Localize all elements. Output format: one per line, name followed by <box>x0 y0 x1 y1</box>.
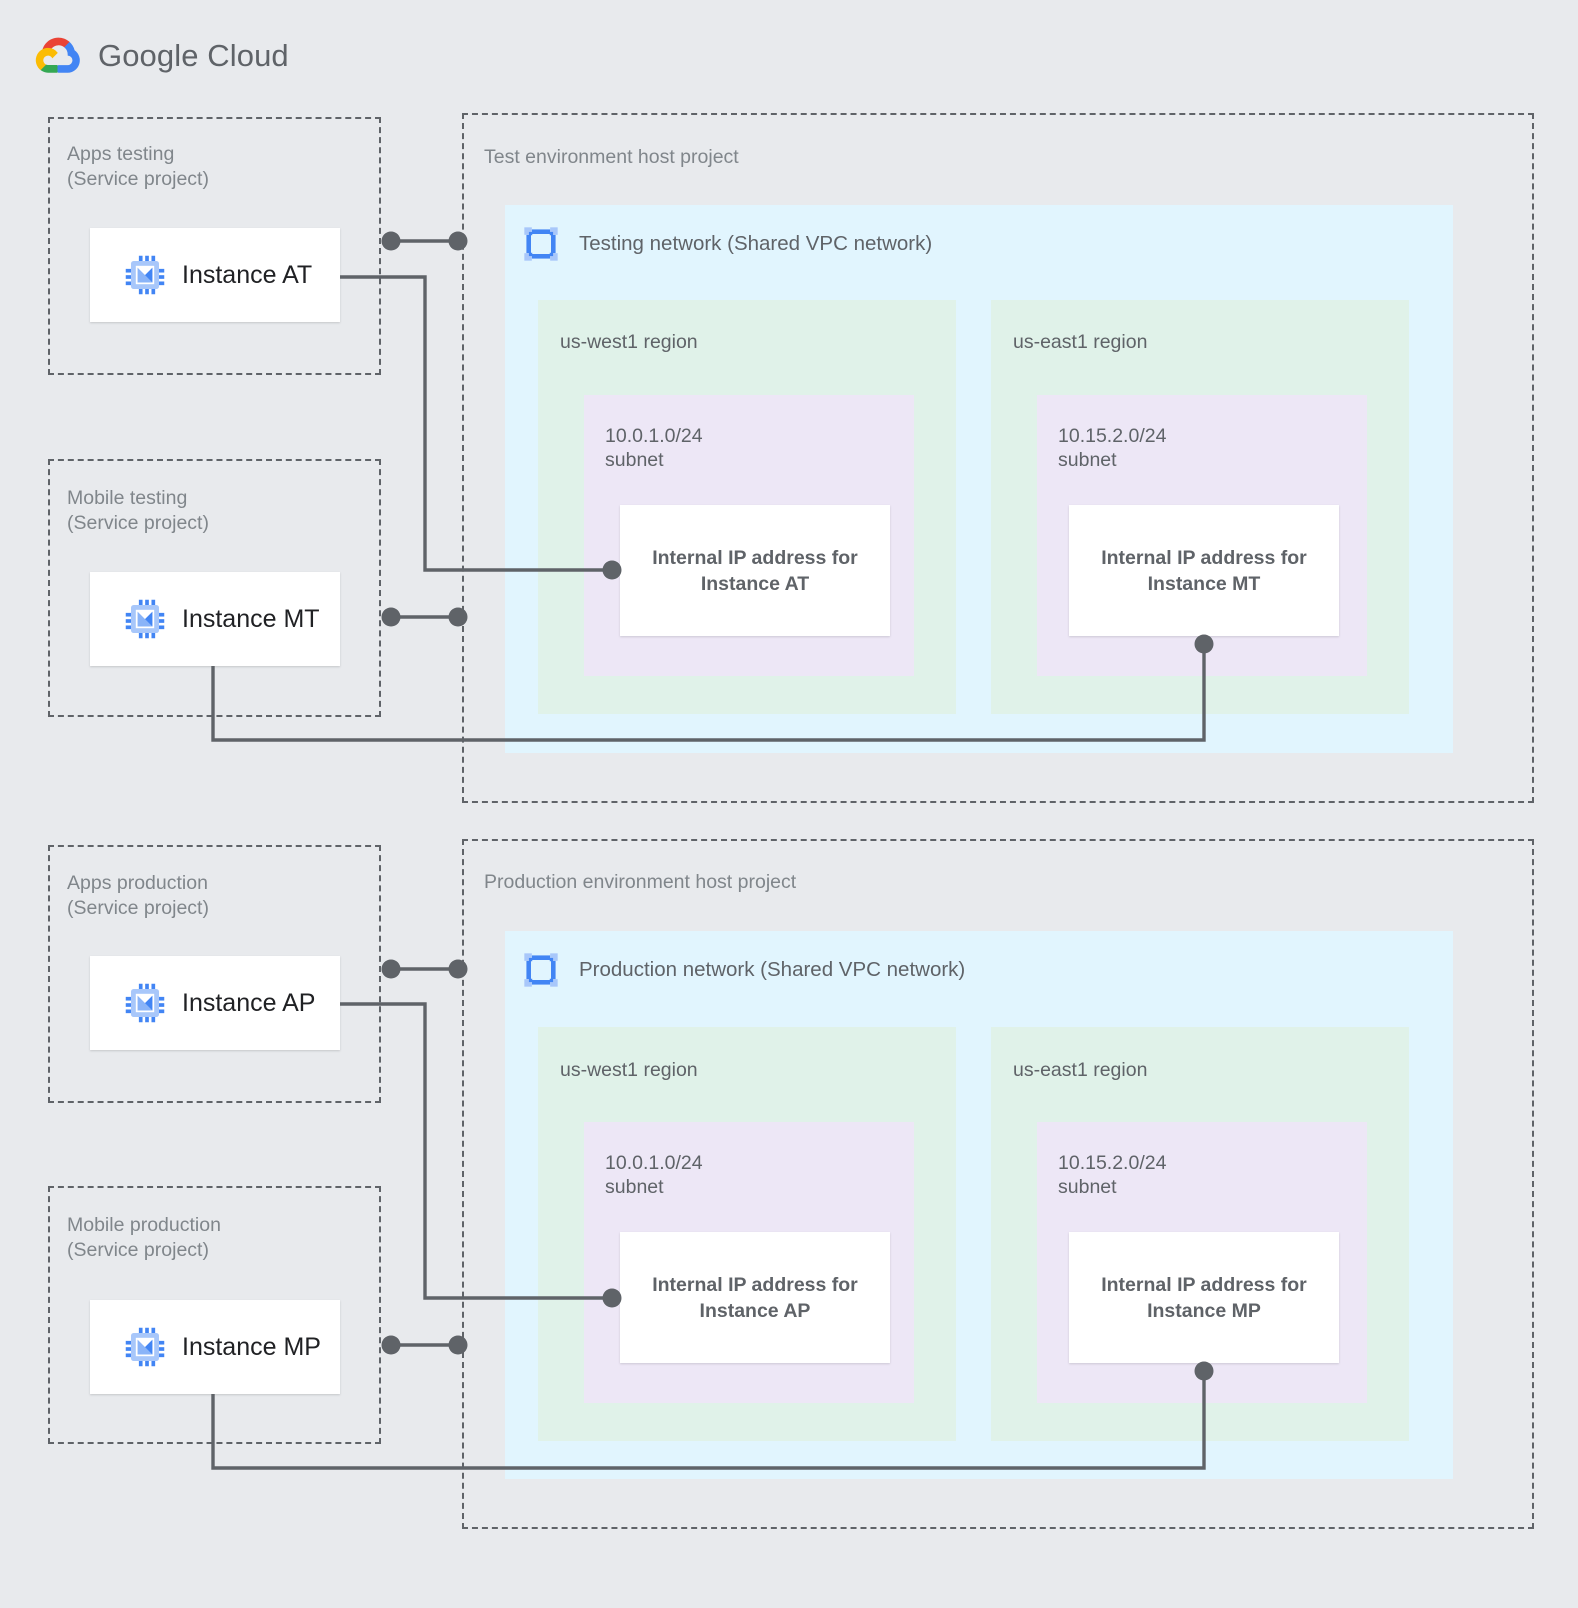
instance-label-mt: Instance MT <box>182 604 320 633</box>
host-project-production-title: Production environment host project <box>484 871 797 893</box>
service-project-apps-production-label: Apps production (Service project) <box>67 872 209 919</box>
region-us-east1-test-label: us-east1 region <box>1013 331 1148 353</box>
region-us-west1-production-label: us-west1 region <box>560 1059 698 1081</box>
internal-ip-text-ap: Internal IP address for Instance AP <box>652 1273 858 1322</box>
service-project-mobile-production-label: Mobile production (Service project) <box>67 1214 221 1261</box>
subnet-10-15-2-0-24-production-label: 10.15.2.0/24 subnet <box>1058 1152 1167 1198</box>
internal-ip-box-mp: Internal IP address for Instance MP <box>1069 1232 1339 1363</box>
vpc-network-icon <box>521 950 561 990</box>
google-cloud-logo-icon <box>35 37 80 73</box>
vm-instance-icon <box>124 598 166 640</box>
instance-card-mp[interactable]: Instance MP <box>90 1300 340 1394</box>
region-us-east1-production-label: us-east1 region <box>1013 1059 1148 1081</box>
subnet-10-0-1-0-24-production-label: 10.0.1.0/24 subnet <box>605 1152 703 1198</box>
instance-card-at[interactable]: Instance AT <box>90 228 340 322</box>
subnet-10-15-2-0-24-test-label: 10.15.2.0/24 subnet <box>1058 425 1167 471</box>
instance-card-mt[interactable]: Instance MT <box>90 572 340 666</box>
service-project-apps-testing <box>48 117 381 375</box>
region-us-west1-test-label: us-west1 region <box>560 331 698 353</box>
google-cloud-brand: Google Cloud <box>34 34 289 78</box>
internal-ip-text-mp: Internal IP address for Instance MP <box>1101 1273 1307 1322</box>
host-project-test-title: Test environment host project <box>484 146 739 168</box>
brand-name: Google Cloud <box>98 38 289 73</box>
subnet-10-0-1-0-24-test-label: 10.0.1.0/24 subnet <box>605 425 703 471</box>
service-project-apps-production <box>48 845 381 1103</box>
vpc-network-production-title: Production network (Shared VPC network) <box>579 958 966 981</box>
connector-dot-mp-left <box>381 1335 401 1355</box>
internal-ip-text-at: Internal IP address for Instance AT <box>652 546 858 595</box>
vpc-network-production-header: Production network (Shared VPC network) <box>521 950 965 990</box>
instance-card-ap[interactable]: Instance AP <box>90 956 340 1050</box>
connector-dot-mt-left <box>381 607 401 627</box>
connector-dot-ap-left <box>381 959 401 979</box>
vm-instance-icon <box>124 1326 166 1368</box>
internal-ip-box-at: Internal IP address for Instance AT <box>620 505 890 636</box>
instance-label-at: Instance AT <box>182 260 313 289</box>
vpc-network-testing-title: Testing network (Shared VPC network) <box>579 232 933 255</box>
vm-instance-icon <box>124 254 166 296</box>
internal-ip-box-ap: Internal IP address for Instance AP <box>620 1232 890 1363</box>
service-project-apps-testing-label: Apps testing (Service project) <box>67 143 209 190</box>
vm-instance-icon <box>124 982 166 1024</box>
internal-ip-text-mt: Internal IP address for Instance MT <box>1101 546 1307 595</box>
vpc-network-icon <box>521 224 561 264</box>
service-project-mobile-testing-label: Mobile testing (Service project) <box>67 487 209 534</box>
vpc-network-testing-header: Testing network (Shared VPC network) <box>521 224 932 264</box>
instance-label-ap: Instance AP <box>182 988 316 1017</box>
internal-ip-box-mt: Internal IP address for Instance MT <box>1069 505 1339 636</box>
instance-label-mp: Instance MP <box>182 1332 321 1361</box>
connector-dot-at-left <box>381 231 401 251</box>
